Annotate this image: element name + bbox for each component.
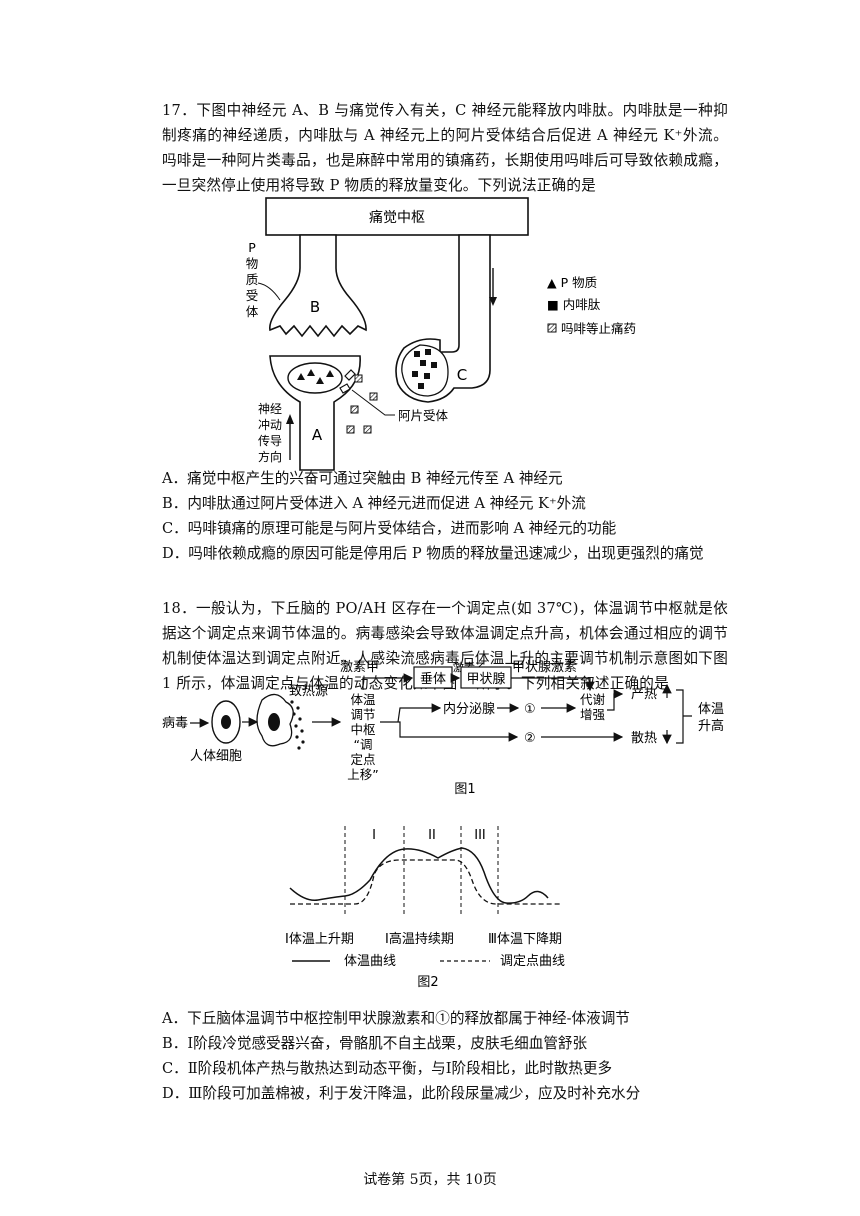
stage-2-label: II	[428, 828, 436, 843]
legend-stage-2: Ⅰ高温持续期	[385, 931, 454, 947]
impulse-label-4: 方向	[258, 449, 282, 464]
legend-temp: 体温曲线	[344, 954, 396, 969]
branch-endocrine	[397, 703, 442, 723]
neuron-a	[269, 355, 361, 471]
q18-option-d: D．Ⅲ阶段可加盖棉被，利于发汗降温，此阶段尿量减少，应及时补充水分	[162, 1085, 641, 1102]
endorphin-7	[418, 383, 424, 389]
p-substance-3	[316, 377, 324, 384]
human-cell	[211, 700, 241, 744]
cell-label: 人体细胞	[190, 749, 242, 764]
legend-stage-1: Ⅰ体温上升期	[285, 932, 354, 947]
center-label-2: 调节	[350, 707, 375, 722]
neuron-c	[395, 234, 491, 403]
temperature-curve	[289, 847, 549, 904]
p-receptor-label-4: 受	[246, 288, 259, 303]
q17-stem: 17．下图中神经元 A、B 与痛觉传入有关，C 神经元能释放内啡肽。内啡肽是一种…	[162, 102, 728, 194]
metabolism-arrow	[607, 689, 624, 711]
neuron-a-label: A	[312, 426, 323, 444]
neuron-b	[268, 234, 367, 338]
legend-morphine-swatch	[547, 323, 557, 333]
macrophage-nucleus	[268, 713, 280, 731]
endocrine-label: 内分泌腺	[443, 701, 495, 717]
legend-p-substance: ▲ P 物质	[547, 275, 597, 290]
center-label-5: 定点	[350, 752, 375, 767]
p-substance-4	[326, 370, 334, 377]
q17-option-a: A．痛觉中枢产生的兴奋可通过突触由 B 神经元传至 A 神经元	[162, 470, 563, 487]
c-direction-arrow-head	[489, 297, 497, 306]
center-label-3: 中枢	[350, 722, 375, 737]
heat-loss-label: 散热	[631, 731, 657, 746]
neuron-c-inner	[401, 344, 449, 397]
p-substance-2	[307, 369, 315, 376]
legend-set: 调定点曲线	[500, 954, 565, 969]
morphine-4	[346, 425, 355, 434]
endorphin-1	[414, 351, 420, 357]
opioid-receptor-2	[339, 383, 351, 394]
endorphin-3	[420, 360, 426, 366]
result-label-1: 体温	[698, 702, 724, 717]
set-point-curve	[290, 859, 560, 905]
macrophage	[256, 693, 294, 747]
legend-morphine: 吗啡等止痛药	[561, 321, 636, 336]
p-receptor-label-5: 体	[246, 304, 259, 319]
opioid-receptor-label: 阿片受体	[398, 408, 449, 423]
morphine-3	[350, 405, 359, 414]
center-label-4: “调	[354, 737, 373, 752]
q17-option-d: D．吗啡依赖成瘾的原因可能是停用后 P 物质的释放量迅速减少，出现更强烈的痛觉	[162, 545, 704, 562]
impulse-label-1: 神经	[258, 402, 282, 416]
pyrogen-dots	[290, 700, 305, 750]
q18-option-b: B．Ⅰ阶段冷觉感受器兴奋，骨骼肌不自主战栗，皮肤毛细血管舒张	[162, 1035, 588, 1052]
page-footer: 试卷第 5页，共 10页	[363, 1172, 497, 1188]
morphine-2	[369, 392, 378, 401]
circle-2: ②	[524, 731, 536, 746]
stage-1-label: I	[372, 828, 376, 843]
q17-option-c: C．吗啡镇痛的原理可能是与阿片受体结合，进而影响 A 神经元的功能	[162, 520, 617, 537]
fig1-caption: 图1	[454, 782, 475, 797]
metabolism-label-2: 增强	[580, 707, 606, 722]
q18-option-a: A．下丘脑体温调节中枢控制甲状腺激素和①的释放都属于神经-体液调节	[162, 1010, 630, 1027]
p-receptor-label-1: P	[248, 240, 256, 255]
legend-stage-3: Ⅲ体温下降期	[488, 932, 562, 947]
impulse-label-3: 传导	[258, 433, 282, 448]
endorphin-squares	[412, 349, 437, 389]
neuron-b-label: B	[310, 298, 320, 316]
p-substance-1	[297, 373, 305, 380]
q17-option-b: B．内啡肽通过阿片受体进入 A 神经元进而促进 A 神经元 K⁺外流	[162, 495, 586, 512]
opioid-receptor-pointer	[351, 389, 395, 416]
pain-center-label: 痛觉中枢	[369, 209, 425, 226]
neuron-a-vesicle	[287, 362, 343, 394]
morphine-1	[354, 374, 363, 383]
fig2-caption: 图2	[417, 975, 438, 990]
p-receptor-pointer	[257, 282, 281, 301]
morphine-5	[363, 425, 372, 434]
impulse-label-2: 冲动	[258, 417, 282, 432]
result-bracket	[676, 689, 692, 744]
endorphin-6	[424, 373, 430, 379]
impulse-arrow-head	[286, 414, 294, 424]
circle-1: ①	[524, 702, 536, 717]
q18-stem: 18．一般认为，下丘脑的 PO/AH 区存在一个调定点(如 37℃)，体温调节中…	[162, 600, 728, 692]
pain-center-box	[265, 197, 529, 236]
p-receptor-label-3: 质	[246, 272, 259, 287]
human-cell-nucleus	[221, 715, 231, 729]
p-receptor-label-2: 物	[246, 256, 259, 271]
morphine-molecules	[346, 374, 378, 434]
q18-option-c: C．Ⅱ阶段机体产热与散热达到动态平衡，与Ⅰ阶段相比，此时散热更多	[162, 1060, 613, 1077]
legend-endorphin: ■ 内啡肽	[547, 297, 601, 312]
endorphin-4	[431, 362, 437, 368]
endorphin-5	[412, 371, 418, 377]
opioid-receptor-1	[344, 369, 356, 381]
stage-3-label: III	[474, 828, 486, 843]
center-label-6: 上移”	[347, 767, 378, 782]
result-label-2: 升高	[698, 718, 724, 734]
neuron-c-label: C	[457, 366, 467, 384]
virus-label: 病毒	[162, 716, 188, 731]
endorphin-2	[425, 349, 431, 355]
branch-two	[380, 721, 519, 742]
